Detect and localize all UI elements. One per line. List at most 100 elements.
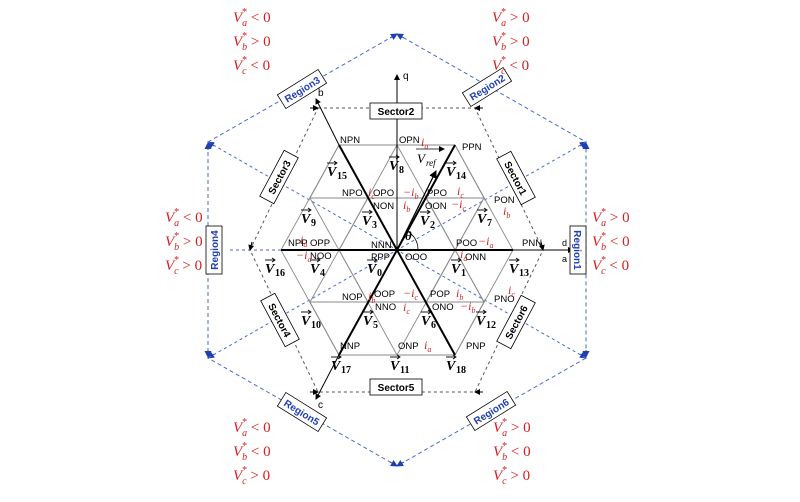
svg-text:V: V (327, 165, 338, 180)
current-c_neg_ic_oon: −ic (451, 197, 466, 213)
region6-inequalities: V*a > 0V*b < 0V*c > 0 (493, 417, 531, 487)
svg-text:3: 3 (372, 220, 377, 231)
state-pop: POP (430, 289, 450, 300)
region-5-box: Region5 (276, 391, 328, 433)
current-c_neg_ib_ono: −ib (460, 299, 475, 315)
inequality: V*b > 0 (233, 31, 271, 53)
state-ono: ONO (432, 302, 454, 313)
inequality: V*c > 0 (233, 465, 270, 487)
current-c_ib_pop: ib (456, 286, 463, 302)
switching-states: NPN OPN PPN NPO OPO NON PPO OON PON NPP … (288, 135, 542, 352)
svg-text:V: V (476, 314, 487, 329)
inequality: V*a < 0 (233, 7, 271, 29)
region-1-box: Region1 (569, 225, 587, 275)
state-onp: ONP (398, 341, 419, 352)
svg-text:12: 12 (486, 320, 496, 331)
inequality: V*a < 0 (233, 417, 271, 439)
current-c_neg_ia_noo: −ia (296, 248, 311, 264)
state-opn: OPN (399, 135, 420, 146)
current-c_ib_nop: ib (368, 289, 375, 305)
svg-text:17: 17 (341, 365, 351, 376)
current-c_ic_npo: ic (368, 185, 375, 201)
svg-text:11: 11 (400, 365, 409, 376)
svg-text:ref: ref (426, 158, 437, 168)
svg-text:V: V (310, 262, 321, 277)
region5-inequalities: V*a < 0V*b < 0V*c > 0 (233, 417, 271, 487)
inequality: V*b > 0 (492, 31, 530, 53)
inequality: V*a < 0 (165, 207, 203, 229)
region-4-box: Region4 (205, 225, 223, 275)
state-ppn: PPN (462, 142, 482, 153)
svg-text:10: 10 (311, 320, 321, 331)
svg-text:V: V (420, 214, 431, 229)
svg-text:14: 14 (456, 171, 466, 182)
state-pno: PNO (494, 294, 515, 305)
inequality: V*c < 0 (592, 255, 629, 277)
inequality: V*c < 0 (492, 55, 529, 77)
current-c_ic_ppo: ic (457, 184, 464, 200)
svg-text:16: 16 (275, 268, 285, 279)
axis-a-label: a (562, 254, 567, 264)
svg-text:13: 13 (519, 268, 529, 279)
axis-c-label: c (318, 400, 323, 411)
state-npp: NPP (288, 238, 308, 249)
sector-2-box: Sector2 (369, 102, 423, 120)
svg-text:V: V (421, 314, 432, 329)
state-ooo: OOO (405, 252, 427, 263)
inequality: V*b < 0 (493, 441, 531, 463)
inequality: V*a > 0 (492, 7, 530, 29)
theta-label: θ (405, 228, 412, 243)
state-noo: NOO (310, 251, 332, 262)
svg-text:V: V (451, 262, 462, 277)
state-npo: NPO (342, 188, 363, 199)
svg-text:V: V (417, 151, 427, 166)
svg-text:V: V (390, 359, 401, 374)
axis-d-label: d (562, 238, 567, 248)
svg-text:V: V (446, 165, 457, 180)
state-pnp: PNP (466, 341, 486, 352)
current-c_ia_opp: ia (300, 233, 307, 249)
state-nno: NNO (375, 302, 396, 313)
current-c_ib_pon: ib (503, 204, 510, 220)
svg-text:Sector2: Sector2 (378, 107, 415, 118)
current-c_neg_ib_opo: −ib (403, 185, 418, 201)
state-ppp: PPP (371, 252, 390, 263)
svg-text:V: V (363, 314, 374, 329)
inequality: V*c > 0 (165, 255, 202, 277)
current-c_ia_onp: ia (424, 338, 431, 354)
state-npn: NPN (340, 135, 360, 146)
state-pnn: PNN (522, 238, 542, 249)
svg-text:V: V (509, 262, 520, 277)
svg-text:V: V (331, 359, 342, 374)
current-c_neg_ic_oop: −ic (403, 286, 418, 302)
inequality: V*a > 0 (592, 207, 630, 229)
svg-text:0: 0 (377, 268, 382, 279)
svg-text:Region4: Region4 (210, 230, 221, 270)
svg-text:9: 9 (311, 218, 316, 229)
axis-q-label: q (403, 71, 409, 82)
svg-text:Region1: Region1 (571, 230, 582, 270)
inequality: V*a > 0 (493, 417, 531, 439)
inequality: V*b < 0 (592, 231, 630, 253)
svg-text:V: V (301, 212, 312, 227)
vref-arrow (396, 170, 437, 251)
inequality: V*b < 0 (233, 441, 271, 463)
svg-text:V: V (367, 262, 378, 277)
current-c_neg_ia_poo: −ia (478, 234, 493, 250)
